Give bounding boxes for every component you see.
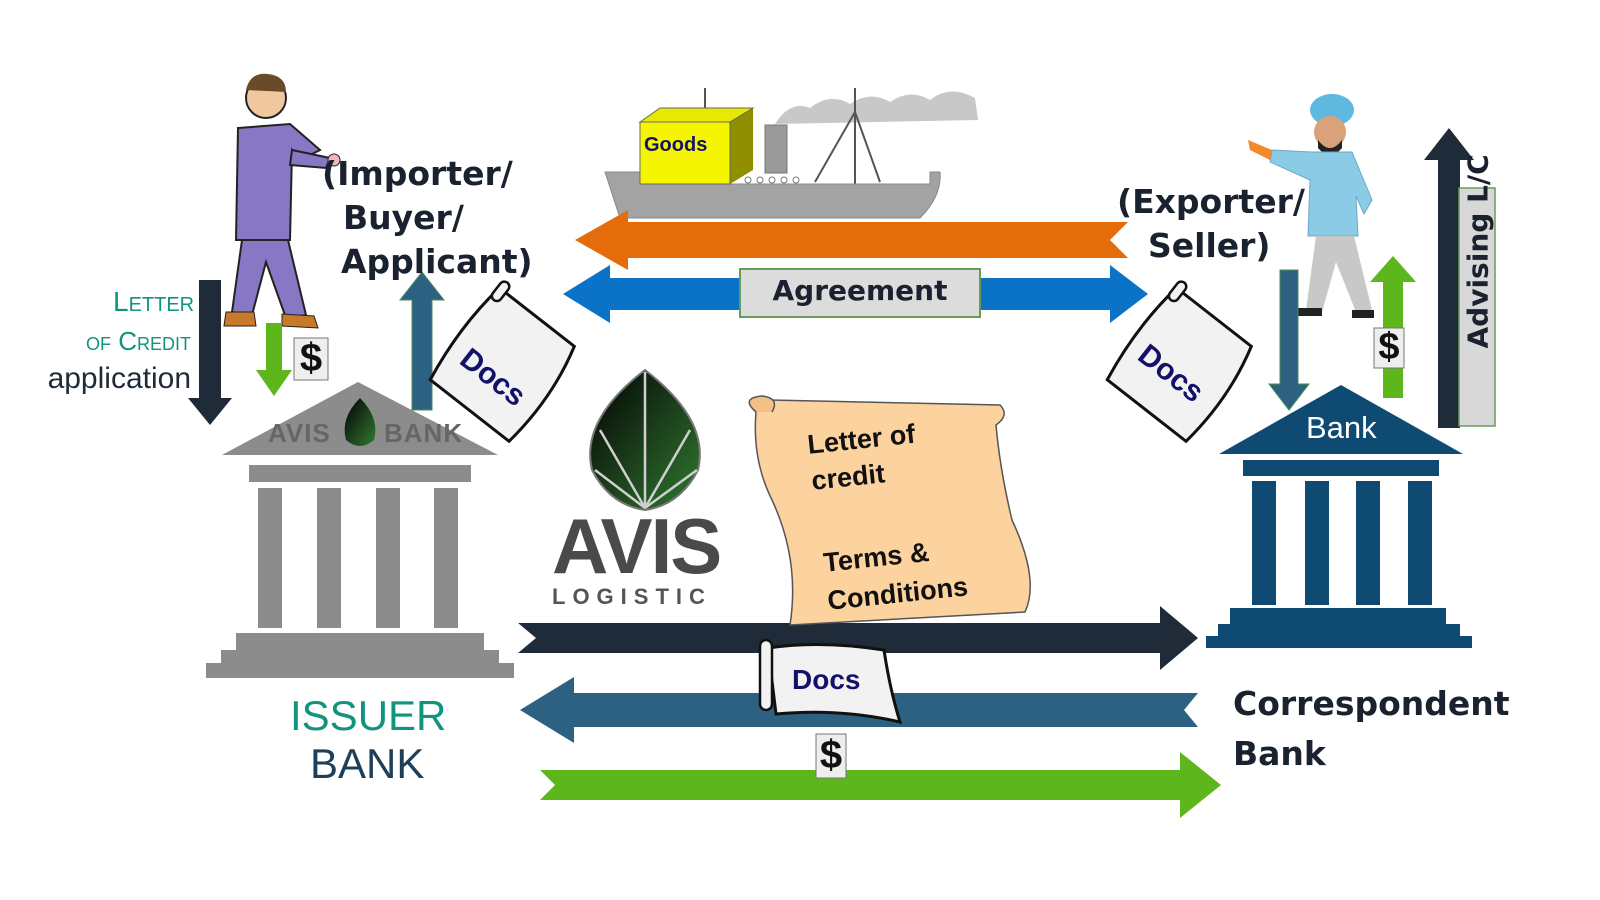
agreement-label: Agreement bbox=[772, 274, 948, 307]
avis-logo-subtext: LOGISTIC bbox=[552, 584, 712, 609]
exporter-label-line1: (Exporter/ bbox=[1117, 182, 1305, 221]
issuer-leaf-logo bbox=[344, 398, 376, 446]
importer-label-line2: Buyer/ bbox=[343, 198, 464, 237]
correspondent-pediment-label: Bank bbox=[1306, 410, 1377, 445]
smoke-cloud bbox=[775, 91, 978, 124]
exporter-label-line2: Seller) bbox=[1148, 226, 1271, 265]
payment-up-arrow bbox=[1370, 256, 1416, 398]
advising-label-box bbox=[1458, 187, 1496, 427]
issuer-pediment-left: AVIS bbox=[268, 418, 331, 448]
dollar-icon-issuer: $ bbox=[299, 336, 323, 380]
avis-logistic-logo bbox=[589, 368, 701, 512]
ship-hull bbox=[604, 171, 941, 219]
issuer-label-line2: BANK bbox=[310, 740, 425, 787]
avis-logo-text: AVIS bbox=[552, 502, 722, 590]
goods-label: Goods bbox=[644, 134, 708, 156]
ship-funnel bbox=[764, 124, 788, 174]
dollar-box-issuer bbox=[293, 337, 329, 381]
correspondent-bank-building bbox=[1206, 385, 1472, 648]
correspondent-label-line1: Correspondent bbox=[1233, 684, 1510, 723]
importer-figure bbox=[223, 73, 341, 329]
importer-label-line3: Applicant) bbox=[341, 242, 533, 281]
issuer-pediment-right: BANK bbox=[384, 418, 464, 448]
docs-to-bank-arrow bbox=[1267, 269, 1311, 411]
issuer-bank-building bbox=[206, 382, 514, 678]
ship-portholes bbox=[744, 176, 800, 184]
exporter-figure bbox=[1248, 94, 1374, 318]
payment-down-arrow bbox=[256, 323, 292, 396]
dollar-box-correspondent bbox=[1373, 327, 1405, 369]
ship-rigging bbox=[814, 111, 881, 183]
application-label-line3: application bbox=[47, 362, 191, 395]
docs-to-importer-arrow bbox=[398, 271, 446, 411]
importer-label-line1: (Importer/ bbox=[322, 154, 513, 193]
docs-label-transfer: Docs bbox=[792, 664, 861, 695]
docs-scroll-issuer bbox=[428, 280, 577, 444]
goods-shipping-arrow bbox=[575, 210, 1128, 270]
payment-arrow bbox=[540, 752, 1221, 818]
dollar-box-payment bbox=[815, 733, 847, 779]
advising-arrow bbox=[1424, 128, 1474, 428]
advising-label: Advising L/C bbox=[1462, 154, 1495, 348]
lc-issued-arrow bbox=[518, 606, 1198, 670]
dollar-icon-correspondent: $ bbox=[1378, 326, 1400, 368]
goods-box bbox=[639, 121, 731, 185]
correspondent-label-line2: Bank bbox=[1233, 734, 1326, 773]
dollar-icon-payment: $ bbox=[819, 733, 843, 777]
docs-scroll-correspondent bbox=[1105, 280, 1254, 444]
cargo-ship bbox=[604, 88, 978, 219]
application-label-line1: Letter bbox=[113, 286, 195, 317]
lc-scroll bbox=[748, 395, 1031, 626]
agreement-box bbox=[739, 268, 981, 318]
issuer-label-line1: ISSUER bbox=[290, 692, 447, 739]
application-label-line2: of Credit bbox=[86, 326, 191, 356]
docs-scroll-transfer bbox=[758, 638, 903, 725]
application-arrow bbox=[188, 280, 232, 425]
